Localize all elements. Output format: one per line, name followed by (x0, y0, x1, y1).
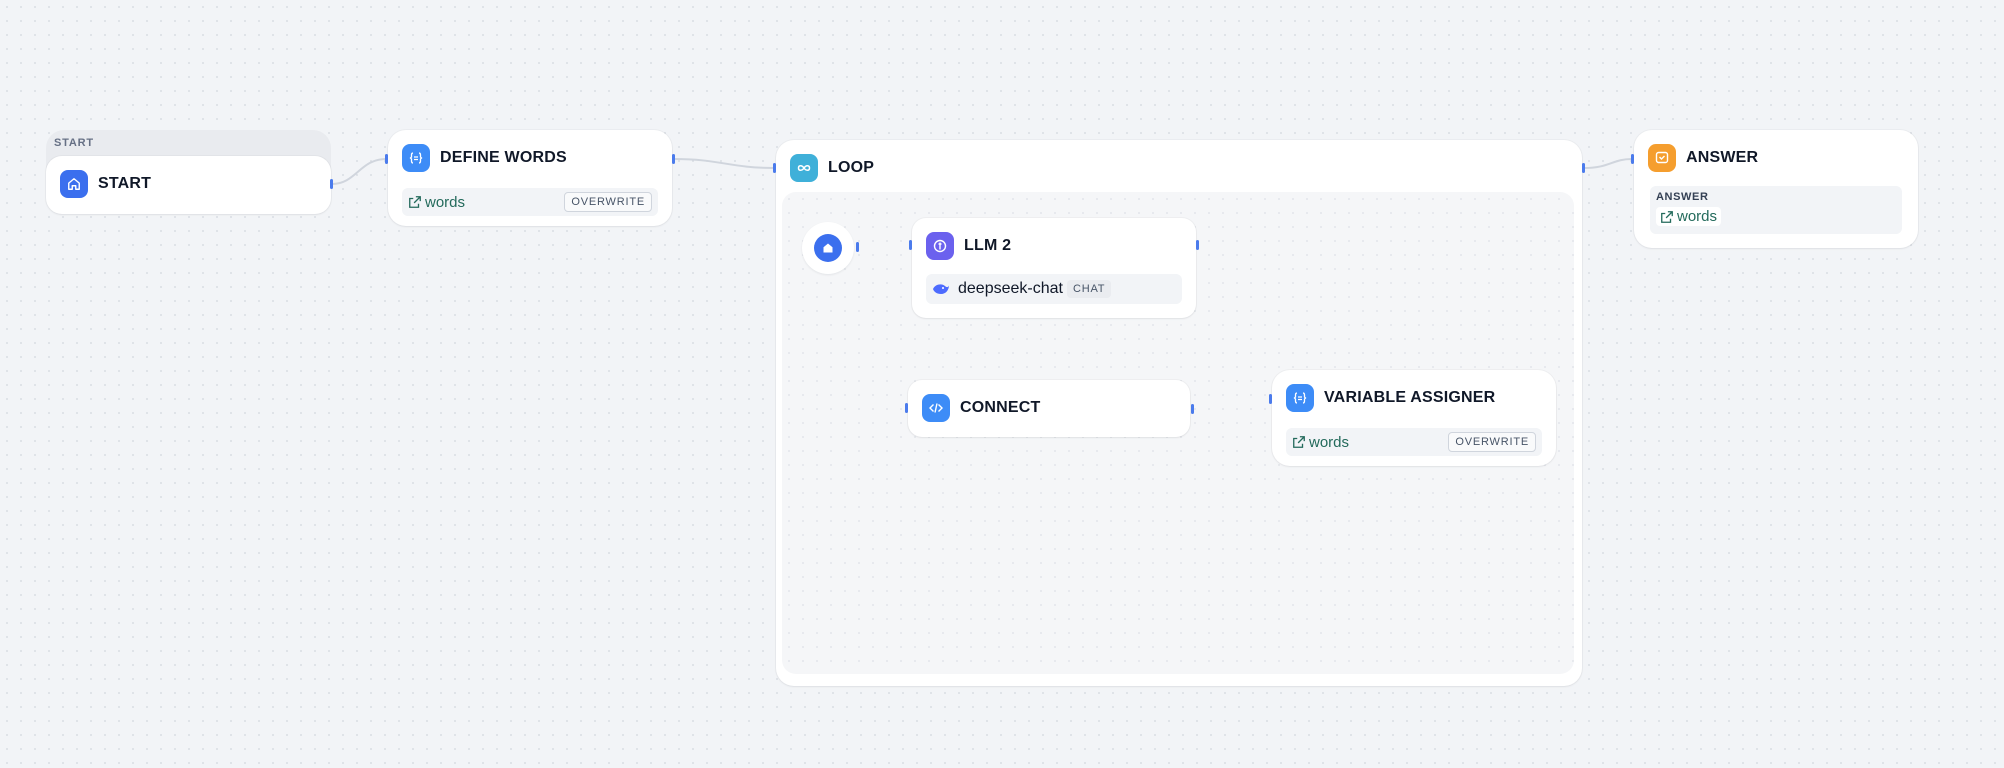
loop-input-handle[interactable] (773, 163, 776, 173)
edge-start-define-words (331, 158, 387, 185)
define-words-input-handle[interactable] (385, 154, 388, 164)
define-words-output-handle[interactable] (672, 154, 675, 164)
start-node[interactable]: START START (46, 130, 331, 214)
llm-icon (926, 232, 954, 260)
variable-chip: words (408, 194, 465, 211)
define-words-title: DEFINE WORDS (440, 149, 567, 166)
loop-title: LOOP (828, 159, 875, 176)
variable-icon (402, 144, 430, 172)
answer-node[interactable]: ANSWER ANSWER words (1634, 130, 1918, 248)
variable-assigner-input-handle[interactable] (1269, 394, 1272, 404)
connect-title: CONNECT (960, 399, 1041, 416)
edge-define-words-loop (673, 158, 775, 169)
loop-start-output-handle[interactable] (856, 242, 859, 252)
llm2-title: LLM 2 (964, 237, 1012, 254)
loop-start-node[interactable] (802, 222, 854, 274)
define-words-variable-row: words OVERWRITE (402, 188, 658, 216)
variable-assigner-node[interactable]: VARIABLE ASSIGNER words OVERWRITE (1272, 370, 1556, 466)
llm2-node[interactable]: LLM 2 deepseek-chat CHAT (912, 218, 1196, 318)
start-group-label: START (54, 137, 94, 149)
home-icon (60, 170, 88, 198)
mode-badge: OVERWRITE (1448, 432, 1536, 452)
connect-input-handle[interactable] (905, 403, 908, 413)
define-words-node[interactable]: DEFINE WORDS words OVERWRITE (388, 130, 672, 226)
start-title: START (98, 175, 152, 192)
model-name: deepseek-chat (958, 280, 1063, 297)
variable-chip: words (1292, 434, 1349, 451)
answer-field: ANSWER words (1650, 186, 1902, 234)
connect-output-handle[interactable] (1191, 404, 1194, 414)
variable-name: words (1677, 208, 1718, 225)
answer-field-label: ANSWER (1656, 191, 1709, 203)
answer-icon (1648, 144, 1676, 172)
answer-title: ANSWER (1686, 149, 1759, 166)
variable-assigner-title: VARIABLE ASSIGNER (1324, 389, 1496, 406)
variable-name: words (1309, 433, 1350, 451)
variable-icon (1286, 384, 1314, 412)
model-mode-badge: CHAT (1066, 280, 1112, 298)
variable-name: words (425, 193, 466, 211)
start-node-card[interactable]: START (46, 156, 331, 214)
infinity-icon (790, 154, 818, 182)
llm2-output-handle[interactable] (1196, 240, 1199, 250)
home-icon (814, 234, 842, 262)
answer-input-handle[interactable] (1631, 154, 1634, 164)
code-icon (922, 394, 950, 422)
edge-loop-answer (1583, 158, 1633, 169)
variable-ref-icon (1661, 210, 1673, 223)
whale-icon (933, 284, 949, 294)
variable-ref-icon (409, 196, 421, 208)
llm2-model-row[interactable]: deepseek-chat CHAT (926, 274, 1182, 304)
variable-assigner-variable-row: words OVERWRITE (1286, 428, 1542, 456)
llm2-input-handle[interactable] (909, 240, 912, 250)
loop-output-handle[interactable] (1582, 163, 1585, 173)
start-output-handle[interactable] (330, 179, 333, 189)
variable-chip: words (1656, 207, 1722, 226)
connect-node[interactable]: CONNECT (908, 380, 1190, 437)
mode-badge: OVERWRITE (564, 192, 652, 212)
variable-ref-icon (1293, 436, 1305, 448)
